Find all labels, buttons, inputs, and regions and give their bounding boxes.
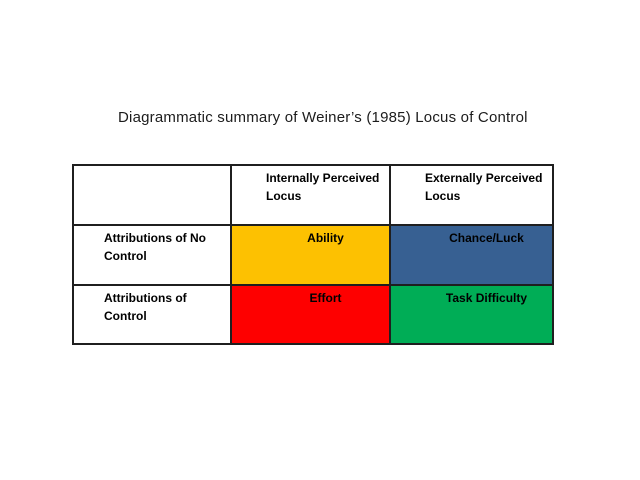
row-label-control: Attributions of Control <box>72 284 232 345</box>
cell-chance-luck: Chance/Luck <box>389 224 554 286</box>
column-header-external-locus: Externally Perceived Locus <box>389 164 554 226</box>
row-attributions-of-no-control: Attributions of No Control Ability Chanc… <box>72 224 554 286</box>
page-title: Diagrammatic summary of Weiner’s (1985) … <box>118 109 528 126</box>
cell-ability: Ability <box>230 224 391 286</box>
row-attributions-of-control: Attributions of Control Effort Task Diff… <box>72 284 554 345</box>
column-header-internal-locus: Internally Perceived Locus <box>230 164 391 226</box>
cell-effort: Effort <box>230 284 391 345</box>
header-row: Internally Perceived Locus Externally Pe… <box>72 164 554 226</box>
row-label-no-control: Attributions of No Control <box>72 224 232 286</box>
corner-empty-cell <box>72 164 232 226</box>
locus-of-control-matrix: Internally Perceived Locus Externally Pe… <box>72 164 554 345</box>
cell-task-difficulty: Task Difficulty <box>389 284 554 345</box>
